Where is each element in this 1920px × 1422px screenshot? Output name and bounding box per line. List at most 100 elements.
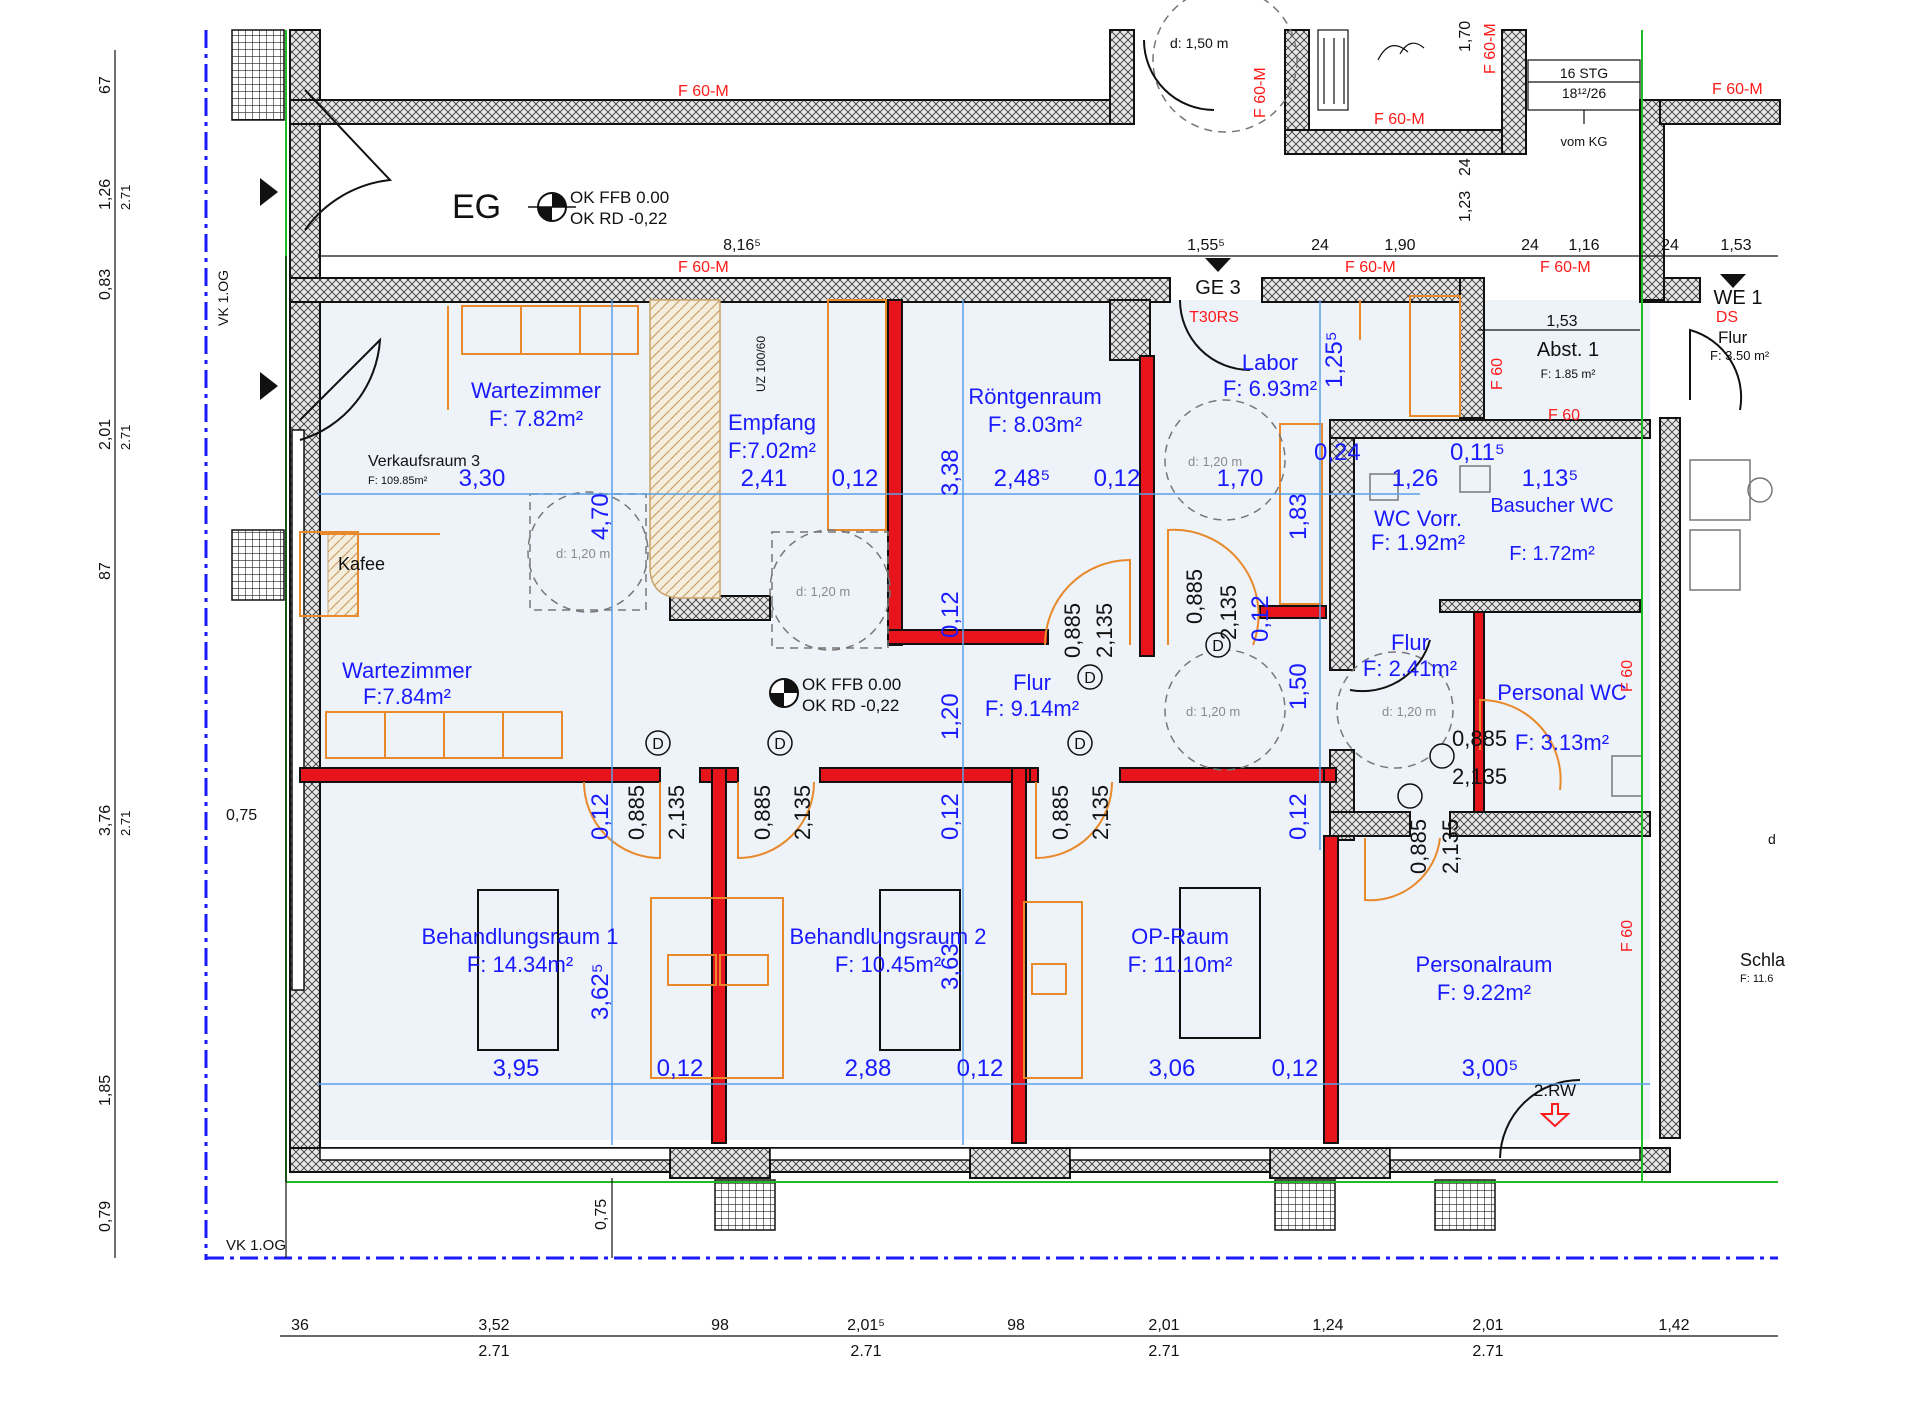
furniture xyxy=(325,295,1461,1079)
room-area: F: 11.10m² xyxy=(1128,952,1233,977)
stair xyxy=(1317,29,1641,124)
fire-rating: F 60-M xyxy=(678,83,729,100)
we1-arrow xyxy=(1720,274,1746,288)
door-symbol: D xyxy=(652,736,664,753)
misc-label: d xyxy=(1768,831,1776,847)
room-area: F: 3.50 m² xyxy=(1710,348,1770,363)
dim-value: 0,24 xyxy=(1314,439,1361,466)
turn-label: d: 1,20 m xyxy=(796,584,850,599)
wc-wall-bottom xyxy=(1439,599,1641,613)
dim-value: 3,00⁵ xyxy=(1462,1055,1519,1082)
stair-core-bottom xyxy=(1284,129,1526,155)
door-sizes: 0,885 2,135 0,885 2,135 0,885 2,135 0,88… xyxy=(624,569,1507,874)
dim-value: 2,01 xyxy=(97,419,114,450)
room-area: F: 9.22m² xyxy=(1437,980,1531,1005)
dim-value: 8,16⁵ xyxy=(723,237,761,254)
dim-value: 0,12 xyxy=(1094,465,1141,492)
dim-value: 1,53 xyxy=(1720,237,1751,254)
level-symbol-2 xyxy=(769,678,799,708)
dim-value: 67 xyxy=(97,76,114,94)
turn-label: d: 1,50 m xyxy=(1170,35,1228,51)
room-area: F: 1.72m² xyxy=(1509,543,1595,565)
door-height: 2,135 xyxy=(790,785,815,840)
dim-value: 3,63 xyxy=(937,943,964,990)
building-boundary xyxy=(204,30,1778,1260)
dim-value: 1,26 xyxy=(97,179,114,210)
dim-value: 0,11⁵ xyxy=(1450,439,1505,466)
wc-wall-left xyxy=(1329,429,1355,671)
level-symbol xyxy=(528,192,576,222)
dim-value: 4,70 xyxy=(587,493,614,540)
room-area: F: 9.14m² xyxy=(985,696,1079,721)
room-name: WC Vorr. xyxy=(1374,506,1462,531)
personal-wc-wall xyxy=(1449,811,1651,837)
dim-value: 1,16 xyxy=(1568,237,1599,254)
south-pier-1 xyxy=(669,1147,771,1179)
light-wells xyxy=(231,29,1496,1231)
stair-core-right xyxy=(1501,29,1527,155)
reception-wall xyxy=(669,595,771,621)
dim-value: 1,24 xyxy=(1312,1317,1343,1334)
dim-value: 1,50 xyxy=(1285,663,1312,710)
vk-og-label: VK 1.OG xyxy=(226,1237,286,1254)
turn-label: d: 1,20 m xyxy=(1382,704,1436,719)
hall-wall-bottom xyxy=(1329,811,1411,837)
dim-value: 0,12 xyxy=(657,1055,704,1082)
dimension-lines xyxy=(318,300,1650,1145)
fire-walls xyxy=(299,299,1485,1144)
dim-value: 1,85 xyxy=(97,1075,114,1106)
room-name: Wartezimmer xyxy=(471,378,601,403)
door-height: 2,135 xyxy=(664,785,689,840)
entrance-arrow-2 xyxy=(260,372,278,400)
room-area: F:7.02m² xyxy=(728,438,816,463)
treatment-tables xyxy=(477,887,1261,1051)
door-height: 2,135 xyxy=(1092,603,1117,658)
we1-label: WE 1 xyxy=(1714,287,1763,309)
room-name: Wartezimmer xyxy=(342,658,472,683)
door-width: 0,885 xyxy=(1452,726,1507,751)
fire-rating: F 60-M xyxy=(1374,111,1425,128)
sink-unit-1 xyxy=(650,897,784,1079)
room-name: Personalraum xyxy=(1416,952,1553,977)
dim-value: 0,83 xyxy=(97,269,114,300)
dim-sub: 2.71 xyxy=(118,185,133,210)
dim-value: 0,75 xyxy=(226,807,257,824)
turn-label: d: 1,20 m xyxy=(556,546,610,561)
dimension-left: 67 1,26 2.71 0,83 2,01 2.71 87 3,76 2.71… xyxy=(97,76,133,1232)
ok-ffb: OK FFB 0.00 xyxy=(570,188,669,207)
dim-value: 1,90 xyxy=(1384,237,1415,254)
room-area: F: 7.82m² xyxy=(489,406,583,431)
dimension-black: 0,75 0,75 1,53 1,23 24 1,70 xyxy=(226,21,1578,1230)
sink-unit-2 xyxy=(1023,901,1083,1079)
dim-value: 1,53 xyxy=(1546,313,1577,330)
dim-value: 1,25⁵ xyxy=(1321,331,1348,388)
room-area: F: 14.34m² xyxy=(467,952,573,977)
dimension-top: 8,16⁵ 1,55⁵ 24 1,90 24 1,16 24 1,53 xyxy=(723,237,1752,254)
room-name: Basucher WC xyxy=(1490,495,1613,517)
dim-value: 0,79 xyxy=(97,1201,114,1232)
room-name: Kafee xyxy=(338,554,385,574)
room-area: F: 8.03m² xyxy=(988,412,1082,437)
dim-value: 3,30 xyxy=(459,465,506,492)
doors xyxy=(583,300,1562,902)
south-pier-2 xyxy=(969,1147,1071,1179)
door-width: 0,885 xyxy=(1048,785,1073,840)
dim-value: 3,38 xyxy=(937,449,964,496)
dim-value: 0,75 xyxy=(593,1199,610,1230)
dim-value: 2,41 xyxy=(741,465,788,492)
room-area: F: 109.85m² xyxy=(368,475,428,487)
entrance-arrow-1 xyxy=(260,178,278,206)
fire-rating: F 60-M xyxy=(1482,23,1499,74)
dim-value: 98 xyxy=(1007,1317,1025,1334)
dim-sub: 2.71 xyxy=(118,811,133,836)
escape-label: 2.RW xyxy=(1534,1081,1576,1100)
door-height: 2,135 xyxy=(1216,585,1241,640)
sofa-waiting-1 xyxy=(461,305,639,355)
dim-value: 3,76 xyxy=(97,805,114,836)
dim-sub: 2.71 xyxy=(1148,1343,1179,1360)
room-area: F: 2.41m² xyxy=(1363,656,1457,681)
lab-bench xyxy=(1279,423,1323,605)
dim-value: 0,12 xyxy=(937,793,964,840)
north-wall-mid xyxy=(1261,277,1485,303)
